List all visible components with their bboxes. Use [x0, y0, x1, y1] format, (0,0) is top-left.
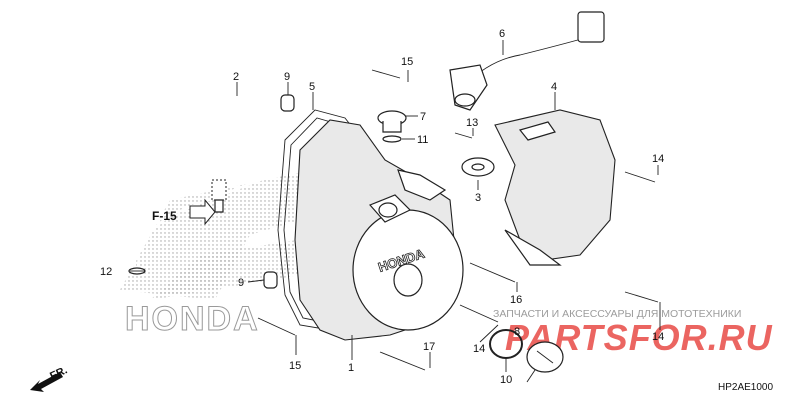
filler-cap	[377, 110, 407, 143]
callout-13: 13	[466, 117, 478, 129]
callout-14b: 14	[652, 331, 664, 343]
outer-guard	[494, 109, 616, 266]
callout-15a: 15	[401, 56, 413, 68]
callout-numbers: 1 2 3 4 5 6 7 8 9 9 10 11 12 13 14 14 14…	[100, 28, 664, 386]
callout-17: 17	[423, 341, 435, 353]
direction-label: FR.	[48, 364, 69, 382]
callout-14c: 14	[473, 343, 485, 355]
front-direction-arrow: FR.	[30, 364, 69, 392]
leader-lines	[130, 40, 661, 383]
callout-9a: 9	[284, 71, 290, 83]
breather-hose	[136, 95, 272, 269]
left-crankcase-cover: HONDA	[294, 119, 464, 341]
sensor-wire	[449, 11, 605, 111]
callout-2: 2	[233, 71, 239, 83]
callout-3: 3	[475, 192, 481, 204]
grommet	[461, 157, 495, 177]
callout-6: 6	[499, 28, 505, 40]
ref-arrow: F-15	[152, 198, 216, 226]
callout-4: 4	[551, 81, 557, 93]
callout-8: 8	[514, 326, 520, 338]
callout-14a: 14	[652, 153, 664, 165]
callout-12: 12	[100, 266, 112, 278]
callout-9b: 9	[238, 277, 244, 289]
callout-15b: 15	[289, 360, 301, 372]
ref-label: F-15	[152, 209, 177, 223]
callout-7: 7	[420, 111, 426, 123]
callout-10: 10	[500, 374, 512, 386]
callout-16: 16	[510, 294, 522, 306]
bolts	[257, 69, 659, 371]
site-watermark: ЗАПЧАСТИ И АКСЕССУАРЫ ДЛЯ МОТОТЕХНИКИ PA…	[493, 308, 772, 358]
watermark-brand-text: HONDA	[125, 300, 260, 338]
callout-11: 11	[417, 134, 428, 146]
crank-plug	[489, 329, 564, 373]
diagram-code: HP2AE1000	[718, 382, 773, 393]
callout-5: 5	[309, 81, 315, 93]
watermark-caption: ЗАПЧАСТИ И АКСЕССУАРЫ ДЛЯ МОТОТЕХНИКИ	[493, 308, 741, 320]
dowel-pins	[263, 94, 295, 289]
callout-1: 1	[348, 362, 354, 374]
